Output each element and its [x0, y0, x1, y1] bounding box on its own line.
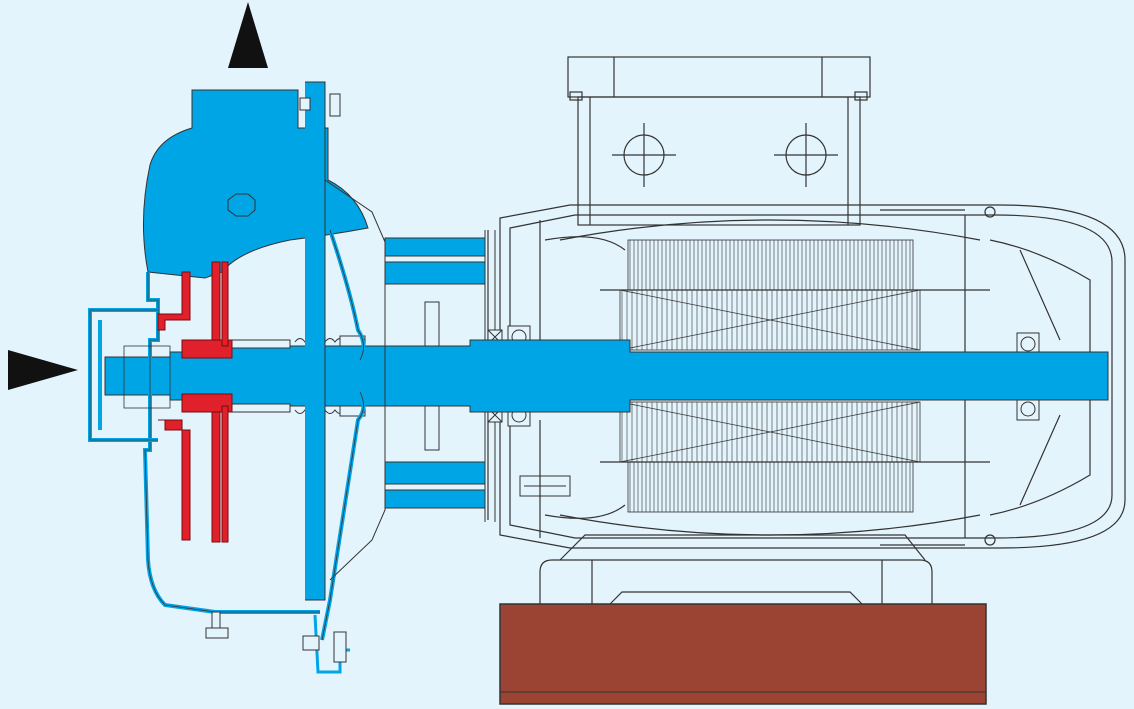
motor-housing	[487, 204, 1126, 549]
motor-flange	[384, 237, 486, 509]
impeller	[157, 261, 233, 543]
base-plate	[499, 603, 987, 705]
pump-volute	[142, 81, 386, 674]
motor-flange-outline	[484, 230, 571, 522]
flow-arrow-right-icon	[8, 350, 78, 390]
flow-arrow-up-icon	[228, 2, 268, 68]
winding-hatching	[621, 240, 918, 512]
terminal-box	[567, 56, 871, 226]
inlet-port-outline	[89, 309, 171, 441]
